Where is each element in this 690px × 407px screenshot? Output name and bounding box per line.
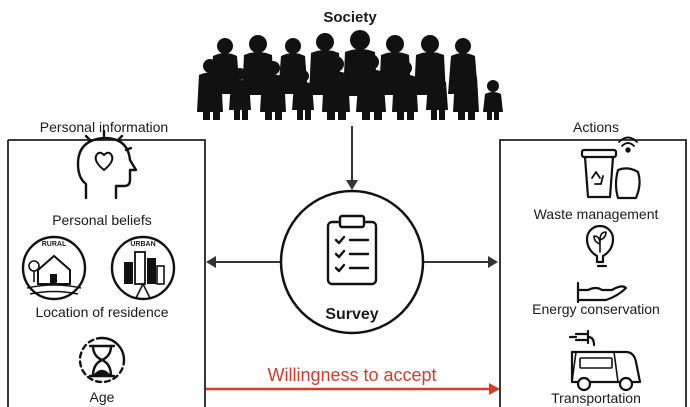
- survey-circle: [279, 189, 425, 335]
- left-arrow-head: [206, 256, 216, 268]
- personal-beliefs-label: Personal beliefs: [52, 212, 152, 228]
- rural-icon: RURAL: [21, 235, 87, 301]
- rural-badge: RURAL: [42, 241, 67, 248]
- right-arrow-head: [488, 256, 498, 268]
- energy-conservation-label: Energy conservation: [532, 301, 660, 317]
- actions-title: Actions: [573, 119, 619, 135]
- personal-information-panel: [7, 139, 206, 407]
- willingness-label: Willingness to accept: [267, 365, 436, 385]
- age-label: Age: [90, 389, 115, 405]
- transportation-label: Transportation: [551, 390, 641, 406]
- urban-icon: URBAN: [110, 235, 176, 301]
- recycling-bin-icon: [580, 136, 641, 200]
- location-of-residence-label: Location of residence: [35, 304, 168, 320]
- clipboard-checklist-icon: [326, 214, 378, 286]
- electric-bus-icon: [568, 329, 642, 392]
- lightbulb-plant-icon: [576, 224, 628, 304]
- waste-management-label: Waste management: [534, 206, 659, 222]
- actions-panel: [499, 139, 687, 407]
- urban-badge: URBAN: [130, 241, 155, 248]
- willingness-arrow-head: [489, 383, 500, 395]
- survey-label: Survey: [325, 306, 378, 323]
- society-title: Society: [323, 9, 377, 26]
- head-heart-icon: [76, 129, 138, 200]
- crowd-icon: [197, 30, 503, 120]
- society-arrow-head: [346, 180, 358, 190]
- hourglass-icon: [78, 336, 126, 384]
- personal-information-title: Personal information: [40, 119, 168, 135]
